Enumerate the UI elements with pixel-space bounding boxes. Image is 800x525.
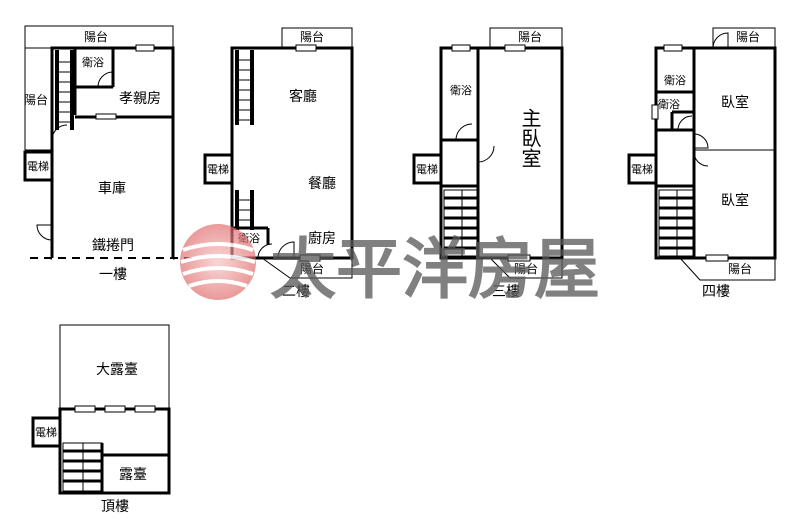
door-swing [36, 224, 53, 241]
door-swing [477, 145, 495, 163]
watermark: 太平洋房屋 [180, 224, 600, 308]
door-swing [277, 241, 295, 259]
elevator-box [627, 153, 658, 185]
door-swing [712, 32, 729, 49]
bath-label: 衛浴 [450, 84, 472, 97]
balcony-label: 陽台 [518, 29, 542, 44]
floor-1-plan: 陽台 陽台 衛浴 孝親房 電梯 車庫 鐵捲門 一樓 [23, 25, 195, 283]
bath-label: 衛浴 [658, 98, 680, 111]
room-label: 露臺 [119, 467, 147, 483]
floor-4-plan: 陽台 衛浴 衛浴 臥室 臥室 電梯 陽台 四樓 [627, 27, 777, 300]
balcony-label: 陽台 [728, 261, 752, 276]
room-label: 臥室 [721, 192, 749, 209]
room-label: 客廳 [289, 88, 317, 105]
balcony-label: 陽台 [300, 261, 324, 276]
floor-3-plan: 陽台 衛浴 主臥室 電梯 陽台 三樓 [412, 27, 564, 300]
room-label: 廚房 [308, 230, 336, 247]
watermark-text: 太平洋房屋 [270, 230, 600, 308]
window [95, 113, 117, 120]
roof-plan: 大露臺 電梯 露臺 頂樓 [31, 324, 171, 515]
stairs [443, 189, 479, 257]
stairs [62, 442, 103, 492]
door-swing [97, 71, 114, 88]
floor-3-outline [439, 46, 564, 260]
rolling-door-label: 鐵捲門 [92, 237, 134, 254]
door-swing [693, 133, 709, 149]
bath-label: 衛浴 [664, 74, 686, 87]
watermark-logo-icon [180, 224, 256, 300]
floor-2-outline [230, 46, 354, 260]
balcony-label: 陽台 [24, 92, 48, 107]
floor-title: 四樓 [702, 284, 730, 300]
elevator-box [412, 153, 443, 185]
floor-title: 一樓 [99, 267, 127, 283]
room-label: 大露臺 [96, 362, 138, 378]
balcony-label: 陽台 [300, 29, 324, 44]
floor-title: 二樓 [282, 284, 310, 300]
elevator-label: 電梯 [27, 160, 49, 173]
door-swing [677, 115, 693, 131]
stairs [235, 50, 254, 230]
elevator-label: 電梯 [416, 163, 438, 176]
window [135, 44, 155, 52]
elevator-label: 電梯 [35, 426, 57, 439]
balcony-outline [679, 257, 776, 281]
balcony-label: 陽台 [84, 29, 108, 44]
balcony-label: 陽台 [514, 261, 538, 276]
floor-title: 三樓 [492, 284, 520, 300]
balcony-outline [489, 257, 563, 279]
elevator-box [31, 416, 62, 448]
room-label: 餐廳 [308, 175, 336, 192]
elevator-box [203, 153, 234, 185]
room-label: 車庫 [98, 180, 126, 197]
door-swing [455, 123, 473, 141]
stairs [55, 50, 74, 130]
room-label: 孝親房 [119, 91, 161, 107]
door-swing [51, 124, 68, 141]
door-swing [257, 243, 273, 259]
elevator-label: 電梯 [631, 163, 653, 176]
balcony-label: 陽台 [736, 29, 760, 44]
elevator-box [23, 150, 54, 182]
bath-label: 衛浴 [82, 56, 104, 69]
stairs [658, 189, 695, 257]
floor-title: 頂樓 [101, 499, 129, 515]
room-label: 主臥室 [518, 108, 542, 168]
balcony-outline [261, 257, 353, 279]
room-label: 臥室 [721, 94, 749, 111]
elevator-label: 電梯 [207, 163, 229, 176]
door-swing [693, 151, 709, 167]
